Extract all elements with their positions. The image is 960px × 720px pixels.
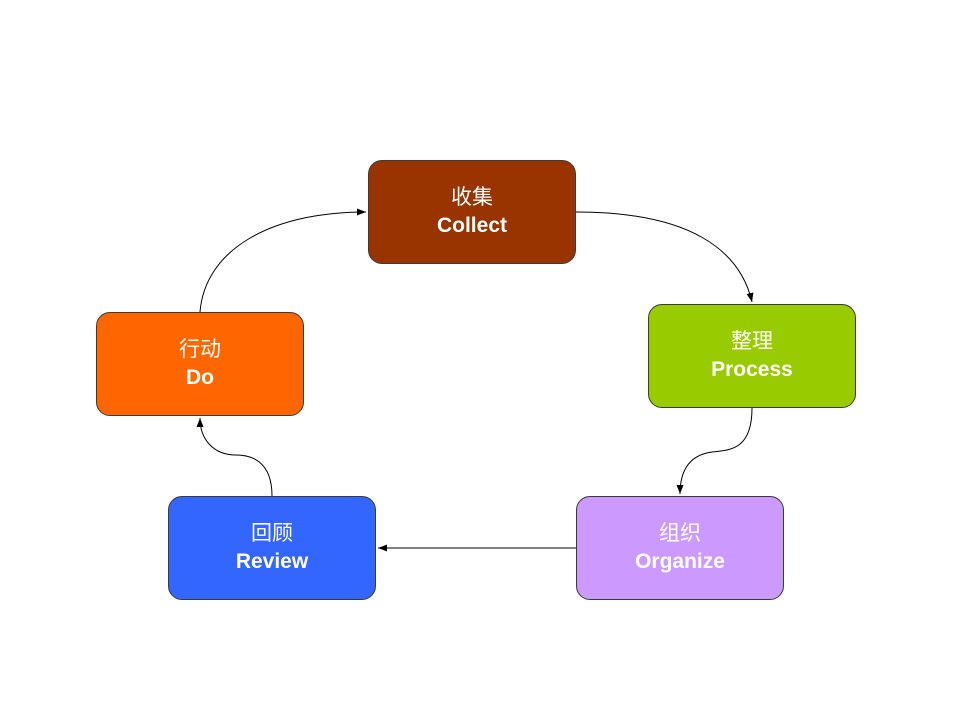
node-review: 回顾 Review <box>168 496 376 600</box>
node-organize-label-en: Organize <box>635 550 725 573</box>
node-do-label-cn: 行动 <box>179 337 221 361</box>
node-organize-label-cn: 组织 <box>659 521 701 545</box>
node-review-label-cn: 回顾 <box>251 521 293 545</box>
node-do: 行动 Do <box>96 312 304 416</box>
node-collect-label-cn: 收集 <box>451 185 493 209</box>
arrow-process-to-organize <box>676 407 753 495</box>
node-process-label-cn: 整理 <box>731 329 773 353</box>
arrow-collect-to-process <box>575 211 754 303</box>
node-collect-label-en: Collect <box>436 214 507 237</box>
node-process: 整理 Process <box>648 304 856 408</box>
node-do-label-en: Do <box>186 366 214 389</box>
arrow-do-to-collect <box>199 208 367 313</box>
node-collect: 收集 Collect <box>368 160 576 264</box>
arrow-review-to-do <box>196 417 273 497</box>
node-review-label-en: Review <box>235 550 309 573</box>
node-organize: 组织 Organize <box>576 496 784 600</box>
node-process-label-en: Process <box>711 358 793 381</box>
